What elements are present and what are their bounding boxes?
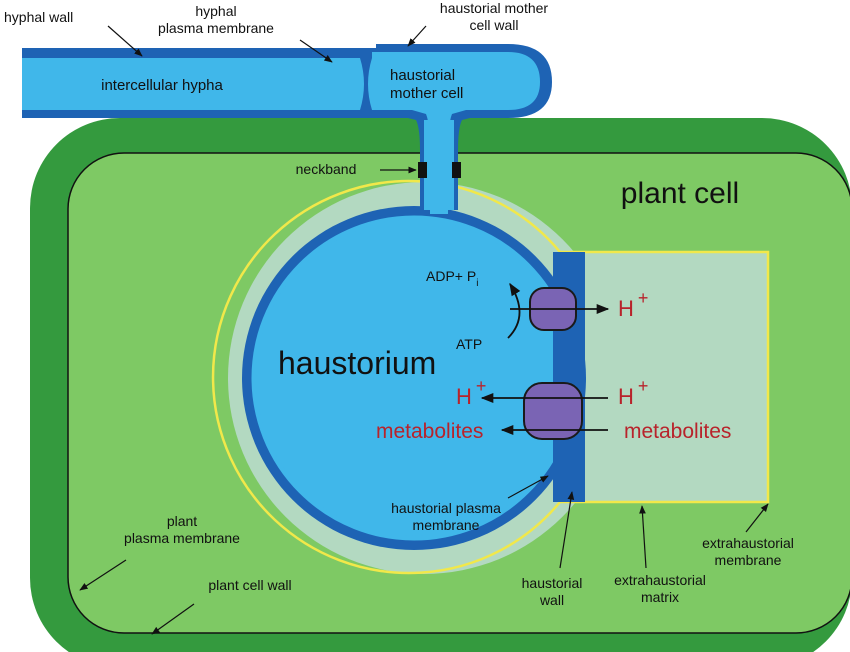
label-adp: ADP+ Pi (426, 268, 478, 289)
label-haustorium: haustorium (278, 345, 436, 381)
haustorial-neck (424, 120, 454, 210)
ptr-plant-plasma (79, 559, 127, 591)
septum (360, 58, 372, 110)
label-h-in-plus: + (476, 376, 487, 396)
ptr-mother-wall (407, 25, 427, 47)
label-metabolites-in: metabolites (376, 420, 483, 443)
label-extra-membrane-1: extrahaustorial (702, 535, 794, 551)
label-plant-cell-wall: plant cell wall (208, 577, 291, 593)
ptr-hyphal-wall (107, 25, 143, 57)
label-mother-wall-1: haustorial mother (440, 0, 549, 16)
label-neckband: neckband (296, 161, 357, 177)
ptr-plant-wall (151, 603, 195, 635)
label-extra-matrix-1: extrahaustorial (614, 572, 706, 588)
label-extra-matrix-2: matrix (641, 589, 679, 605)
label-extra-membrane-2: membrane (715, 552, 782, 568)
label-adp-sub: i (476, 278, 478, 289)
label-hyphal-wall: hyphal wall (4, 9, 73, 25)
label-h-out-plus: + (638, 288, 649, 308)
label-plant-cell: plant cell (621, 177, 739, 210)
label-mother-cell-2: mother cell (390, 85, 463, 102)
label-hyphal-plasma-2: plasma membrane (158, 20, 274, 36)
label-mother-wall-2: cell wall (469, 17, 518, 33)
label-adp-main: ADP+ P (426, 268, 476, 284)
label-intercellular-hypha: intercellular hypha (101, 77, 223, 94)
label-haustorial-wall-2: wall (539, 592, 564, 608)
label-plant-plasma-2: plasma membrane (124, 530, 240, 546)
label-h-in: H+ (456, 376, 486, 409)
label-h-matrix-plus: + (638, 376, 649, 396)
label-h-out: H+ (618, 288, 648, 321)
ptr-haustorial-plasma (507, 475, 549, 499)
label-atp: ATP (456, 336, 482, 352)
label-haustorial-wall-1: haustorial (522, 575, 583, 591)
haustorium-body (256, 220, 572, 536)
ptr-extra-membrane (745, 503, 769, 533)
label-h-in-sym: H (456, 384, 472, 409)
label-mother-cell-1: haustorial (390, 67, 455, 84)
label-haustorial-plasma-1: haustorial plasma (391, 500, 501, 516)
symporter-protein (523, 382, 583, 440)
label-h-matrix: H+ (618, 376, 648, 409)
label-h-out-sym: H (618, 296, 634, 321)
ptr-extra-matrix (639, 505, 647, 569)
neckband-left (418, 162, 427, 178)
label-hyphal-plasma-1: hyphal (195, 3, 236, 19)
label-h-matrix-sym: H (618, 384, 634, 409)
label-haustorial-plasma-2: membrane (413, 517, 480, 533)
atp-curve-arrow (507, 282, 521, 339)
label-metabolites-out: metabolites (624, 420, 731, 443)
plant-plasma-membrane (67, 152, 850, 634)
hyphal-cytoplasm (22, 52, 540, 214)
ptr-hyphal-plasma (299, 39, 333, 63)
neckband-right (452, 162, 461, 178)
ptr-haustorial-wall (559, 491, 575, 569)
label-plant-plasma-1: plant (167, 513, 197, 529)
